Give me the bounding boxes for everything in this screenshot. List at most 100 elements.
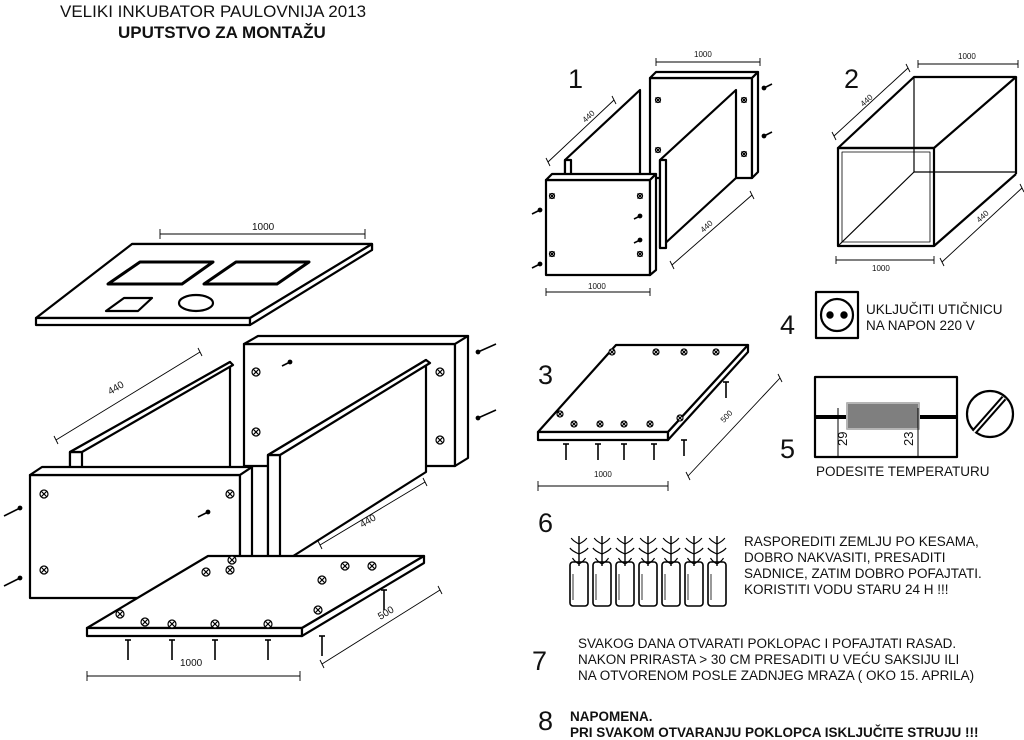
screws xyxy=(3,83,773,660)
seedling-bag xyxy=(707,536,727,607)
screw-hole xyxy=(636,192,644,200)
screw xyxy=(595,443,601,460)
screw xyxy=(381,589,387,610)
screw xyxy=(169,639,175,660)
screw xyxy=(761,131,773,139)
screw xyxy=(475,343,497,355)
step-3-number: 3 xyxy=(538,360,554,390)
screw-hole xyxy=(225,489,235,499)
screw-hole xyxy=(548,192,556,200)
seedling-bag xyxy=(661,536,681,607)
screw-hole xyxy=(654,96,662,104)
screw-hole xyxy=(39,489,49,499)
step-6-line: DOBRO NAKVASITI, PRESADITI xyxy=(744,549,946,565)
step-4-line: UKLJUČITI UTIČNICU xyxy=(866,302,1003,317)
step3-base xyxy=(536,343,750,442)
screw-hole xyxy=(652,348,660,356)
screw-hole xyxy=(167,619,177,629)
screw-hole xyxy=(263,619,273,629)
screw xyxy=(475,409,497,421)
step-4-number: 4 xyxy=(780,310,796,340)
step-8-note: NAPOMENA. PRI SVAKOM OTVARANJU POKLOPCA … xyxy=(570,709,979,740)
screw xyxy=(265,639,271,660)
screw-hole xyxy=(548,250,556,258)
step-7-line: NAKON PRIRASTA > 30 CM PRESADITI U VEĆU … xyxy=(578,652,960,668)
screw-hole xyxy=(570,420,578,428)
screw-hole xyxy=(556,410,564,418)
step-8-line: NAPOMENA. xyxy=(570,709,653,724)
screw-hole xyxy=(251,367,261,377)
thermostat-icon xyxy=(813,375,959,459)
screw-hole xyxy=(435,435,445,445)
screw xyxy=(212,639,218,660)
thermostat-scale-max: 23 xyxy=(901,431,916,446)
screw xyxy=(723,381,729,398)
step-7-line: NA OTVORENOM POSLE ZADNJEG MRAZA ( OKO 1… xyxy=(578,668,975,684)
screw-hole xyxy=(251,427,261,437)
step-7-instructions: SVAKOG DANA OTVARATI POKLOPAC I POFAJTAT… xyxy=(578,636,974,685)
screw xyxy=(125,639,131,660)
screw-hole xyxy=(654,146,662,154)
dim-lid-width: 1000 xyxy=(252,222,275,233)
lid-vent-round xyxy=(177,293,215,313)
screw xyxy=(3,575,23,587)
screw-hole xyxy=(435,367,445,377)
incubator-lid xyxy=(34,242,374,327)
step-8-line: PRI SVAKOM OTVARANJU POKLOPCA ISKLJUČITE… xyxy=(570,724,979,740)
step3-dim-width: 1000 xyxy=(594,470,612,479)
base-plate xyxy=(85,554,426,638)
step-8-number: 8 xyxy=(538,706,554,736)
screw-hole xyxy=(201,567,211,577)
screw xyxy=(563,443,569,460)
seedling-bag xyxy=(684,536,704,607)
lid-vent-small xyxy=(104,296,154,313)
screw xyxy=(681,439,687,456)
screw-hole xyxy=(225,565,235,575)
step2-box xyxy=(836,75,1018,248)
screw-hole xyxy=(676,414,684,422)
thermostat-knob-icon xyxy=(965,389,1015,439)
screw-hole xyxy=(620,420,628,428)
screw xyxy=(3,505,23,517)
screw xyxy=(319,635,325,656)
screw-hole xyxy=(596,420,604,428)
screw-hole xyxy=(712,348,720,356)
screw-hole xyxy=(646,420,654,428)
screw-hole xyxy=(340,561,350,571)
thermostat-scale-min: 29 xyxy=(835,431,850,446)
screw xyxy=(621,443,627,460)
screw-hole xyxy=(636,250,644,258)
seedling-bags xyxy=(569,536,727,607)
step-7-number: 7 xyxy=(532,646,548,676)
step2-dim-top: 1000 xyxy=(958,52,976,61)
lid-vent-window xyxy=(106,260,215,286)
seedling-bag xyxy=(569,536,589,607)
screw xyxy=(531,261,543,269)
screw-hole xyxy=(39,565,49,575)
document-subtitle: UPUTSTVO ZA MONTAŽU xyxy=(118,23,326,42)
step-6-line: KORISTITI VODU STARU 24 H !!! xyxy=(744,581,949,597)
step-6-line: SADNICE, ZATIM DOBRO POFAJTATI. xyxy=(744,565,982,581)
step-7-line: SVAKOG DANA OTVARATI POKLOPAC I POFAJTAT… xyxy=(578,636,957,651)
lid-vent-window xyxy=(202,260,311,286)
screw xyxy=(633,213,643,220)
screw-hole xyxy=(317,575,327,585)
seedling-bag xyxy=(592,536,612,607)
step1-panels xyxy=(544,70,760,277)
step-2-number: 2 xyxy=(844,64,860,94)
step2-dim-bottom: 1000 xyxy=(872,264,890,273)
step-6-line: RASPOREDITI ZEMLJU PO KESAMA, xyxy=(744,534,979,549)
seedling-bag xyxy=(638,536,658,607)
screw-hole xyxy=(367,561,377,571)
step-5-number: 5 xyxy=(780,434,796,464)
screw-hole xyxy=(680,348,688,356)
step1-dim-top: 1000 xyxy=(694,50,712,59)
screw-hole xyxy=(227,555,237,565)
dimension-lines xyxy=(53,58,1024,681)
step-4-instructions: UKLJUČITI UTIČNICU NA NAPON 220 V xyxy=(866,302,1003,333)
side-panel-right xyxy=(266,358,432,574)
screw xyxy=(531,207,543,215)
seedling-bag xyxy=(615,536,635,607)
screw xyxy=(197,509,211,518)
step-6-number: 6 xyxy=(538,508,554,538)
